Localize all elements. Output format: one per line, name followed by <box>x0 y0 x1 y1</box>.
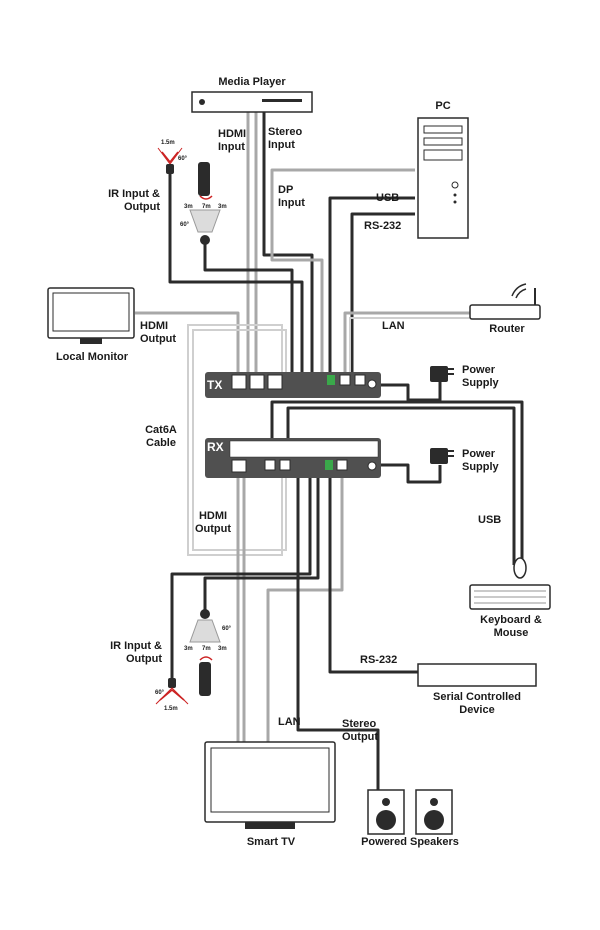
serial-device-label: Serial Controlled Device <box>432 691 522 716</box>
hdmi-output-bottom-label: HDMI Output <box>194 510 232 535</box>
lan-top-label: LAN <box>382 320 405 332</box>
usb-bottom-label: USB <box>478 514 502 526</box>
ir-top-group <box>157 147 221 245</box>
stereo-input-label: Stereo Input <box>268 126 303 151</box>
rx-power-adapter <box>430 448 454 464</box>
hdmi-input-label: HDMI Input <box>218 128 247 153</box>
keyboard-mouse-device <box>469 557 551 610</box>
ir-top-left-range: 3m <box>184 204 193 210</box>
ir-top-label: IR Input & Output <box>108 188 160 213</box>
pc-label: PC <box>435 100 451 112</box>
ir-bottom-mid-range: 7m <box>202 646 211 652</box>
power-supply-rx-label: Power Supply <box>462 448 499 473</box>
lan-bottom-label: LAN <box>278 716 301 728</box>
stereo-output-label: Stereo Output <box>342 718 379 743</box>
usb-top-label: USB <box>376 192 400 204</box>
ir-bottom-emitter-distance: 1.5m <box>164 706 178 712</box>
cat6a-label: Cat6A Cable <box>145 424 177 449</box>
ir-top-sensor-angle: 60° <box>180 222 190 228</box>
tx-power-adapter <box>430 366 454 382</box>
hdmi-output-top-label: HDMI Output <box>140 320 177 345</box>
rx-unit <box>205 438 381 478</box>
serial-controlled-device <box>417 663 537 687</box>
ir-top-mid-range: 7m <box>202 204 211 210</box>
ir-bottom-left-range: 3m <box>184 646 193 652</box>
local-monitor-label: Local Monitor <box>55 351 129 363</box>
ir-top-right-range: 3m <box>218 204 227 210</box>
smart-tv-label: Smart TV <box>246 836 296 848</box>
powered-speakers-device <box>367 789 453 835</box>
pc-tower <box>417 117 469 239</box>
tx-unit-label: TX <box>207 378 223 392</box>
router-label: Router <box>489 323 525 335</box>
media-player-label: Media Player <box>218 76 286 88</box>
ir-top-emitter-distance: 1.5m <box>161 140 175 146</box>
keyboard-mouse-label: Keyboard & Mouse <box>480 614 542 639</box>
ir-bottom-label: IR Input & Output <box>110 640 162 665</box>
ir-bottom-emitter-angle: 60° <box>155 690 165 696</box>
media-player-device <box>191 91 313 113</box>
cables <box>135 112 524 790</box>
ir-bottom-sensor-angle: 60° <box>222 626 232 632</box>
smart-tv-device <box>204 741 336 829</box>
dp-input-label: DP Input <box>278 184 305 209</box>
tx-unit <box>205 372 381 398</box>
router-device <box>469 283 541 320</box>
powered-speakers-label: Powered Speakers <box>361 836 459 848</box>
ir-bottom-right-range: 3m <box>218 646 227 652</box>
power-supply-tx-label: Power Supply <box>462 364 499 389</box>
ir-top-emitter-angle: 60° <box>178 156 188 162</box>
rs232-bottom-label: RS-232 <box>360 654 398 666</box>
ir-bottom-group <box>155 609 221 705</box>
rs232-top-label: RS-232 <box>364 220 402 232</box>
rx-unit-label: RX <box>207 440 224 454</box>
local-monitor-device <box>47 287 135 344</box>
